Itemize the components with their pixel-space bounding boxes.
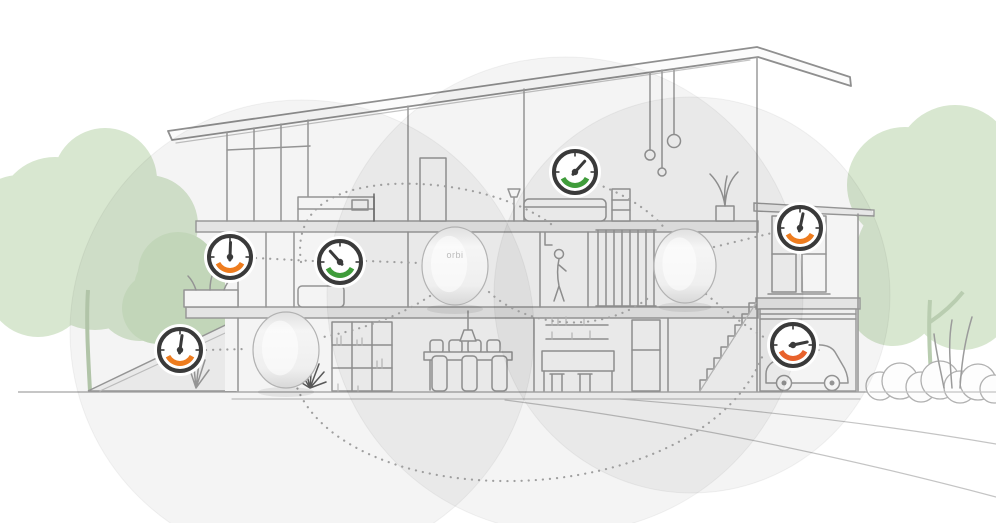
- roof-shadow-line: [175, 59, 751, 144]
- gauge-top-center: [549, 146, 601, 198]
- gauge-outer-right: [774, 202, 826, 254]
- router-shadow: [426, 304, 484, 314]
- potted-plant: [709, 171, 739, 222]
- living-room: [507, 68, 739, 222]
- gauge-status-arc: [785, 232, 815, 245]
- shower-arm: [544, 232, 553, 246]
- gauge-lower-right: [767, 319, 819, 371]
- roof: [167, 46, 852, 141]
- pendant-bulb: [644, 149, 656, 161]
- link-big-bottom-arc: [290, 350, 766, 483]
- router-shadow: [257, 387, 315, 397]
- shelf-unit: [611, 188, 631, 222]
- link-right-router-to-right-gauge: [712, 231, 774, 249]
- gauge-hub: [336, 258, 344, 266]
- bench: [297, 285, 345, 308]
- coverage-center: [326, 56, 804, 523]
- tree-trunk: [85, 289, 92, 392]
- router-highlight: [261, 320, 299, 376]
- house: [18, 46, 996, 498]
- pendant-bulb: [657, 167, 667, 177]
- router-shadow: [658, 302, 712, 312]
- sofa: [523, 198, 607, 222]
- pendant-shade: [459, 329, 477, 342]
- door: [419, 157, 447, 222]
- gauge-status-arc: [165, 354, 195, 367]
- slatted-partition: [595, 229, 657, 307]
- staircase: [699, 302, 757, 392]
- router-highlight: [662, 237, 697, 291]
- tree-canopy: [847, 105, 996, 350]
- link-center-router-to-right-router: [487, 290, 654, 324]
- stools: [549, 373, 593, 392]
- pendant-bulb: [666, 133, 682, 149]
- gauge-hub: [789, 341, 797, 349]
- floor-slab-lower: [185, 306, 759, 319]
- driveway-curve: [619, 398, 996, 445]
- bushes-right: [865, 360, 996, 404]
- gauge-outer-left: [204, 231, 256, 283]
- chair: [461, 355, 478, 392]
- stair-stringer: [699, 302, 757, 392]
- bedroom: [297, 157, 447, 222]
- wall-shelves: [545, 324, 609, 340]
- tree-right: [847, 105, 996, 392]
- ground-level-rooms: [293, 302, 857, 392]
- router-upper-right: [653, 228, 717, 312]
- planter-box: [183, 289, 239, 308]
- tree-left-large: [0, 128, 198, 392]
- router-upper-center: orbi: [421, 226, 489, 314]
- island-counter: [541, 350, 615, 372]
- plant-leaves: [709, 171, 739, 207]
- link-right-router-to-lowerright-gauge: [704, 292, 769, 341]
- gauge-status-arc: [560, 176, 590, 189]
- upper-glass-mullions: [226, 119, 309, 222]
- shower-figure: [553, 248, 567, 302]
- chair: [431, 355, 448, 392]
- terrain-ground: [18, 391, 996, 498]
- glass-transom: [226, 145, 311, 151]
- gauge-status-arc: [215, 261, 245, 274]
- wifi-coverage-areas: [69, 56, 891, 523]
- floor-slab-upper: [195, 220, 759, 233]
- gauge-status-arc: [778, 349, 808, 362]
- mid-interior-walls: [407, 231, 589, 308]
- pendant-lights: [644, 68, 682, 177]
- chair: [491, 355, 508, 392]
- gauge-hub: [176, 346, 184, 354]
- pillow: [351, 199, 369, 211]
- router-brand-label: orbi: [446, 250, 463, 260]
- books: [336, 335, 383, 392]
- gauge-hub: [796, 224, 804, 232]
- devices: orbi: [154, 146, 826, 397]
- link-lowerleft-gauge-to-lowerleft-router: [204, 347, 250, 352]
- tree-canopy: [0, 128, 198, 341]
- walls-and-windows: [226, 56, 859, 392]
- grass-tufts: [187, 316, 973, 389]
- driveway-curve: [504, 399, 996, 498]
- gauge-status-arc: [325, 266, 355, 279]
- garage-door-slats: [759, 313, 857, 320]
- router-highlight: [430, 235, 468, 293]
- link-center-router-to-lowerleft-router: [316, 294, 432, 340]
- bookshelf: [331, 321, 393, 392]
- gauge-mid-left: [314, 236, 366, 288]
- middle-level-rooms: [183, 232, 567, 308]
- fridge: [631, 319, 661, 392]
- kitchen: [541, 316, 661, 392]
- dining-set: [423, 310, 513, 392]
- gauge-lower-left: [154, 324, 206, 376]
- ground-interior-walls: [237, 317, 669, 392]
- coverage-left: [69, 99, 535, 523]
- gauge-hub: [226, 253, 234, 261]
- link-outerleft-gauge-to-midleft-gauge: [254, 256, 315, 263]
- floor-lamp-shade: [507, 188, 521, 198]
- router-lower-left: [252, 311, 320, 397]
- mesh-links: [204, 182, 774, 483]
- gauge-hub: [571, 168, 579, 176]
